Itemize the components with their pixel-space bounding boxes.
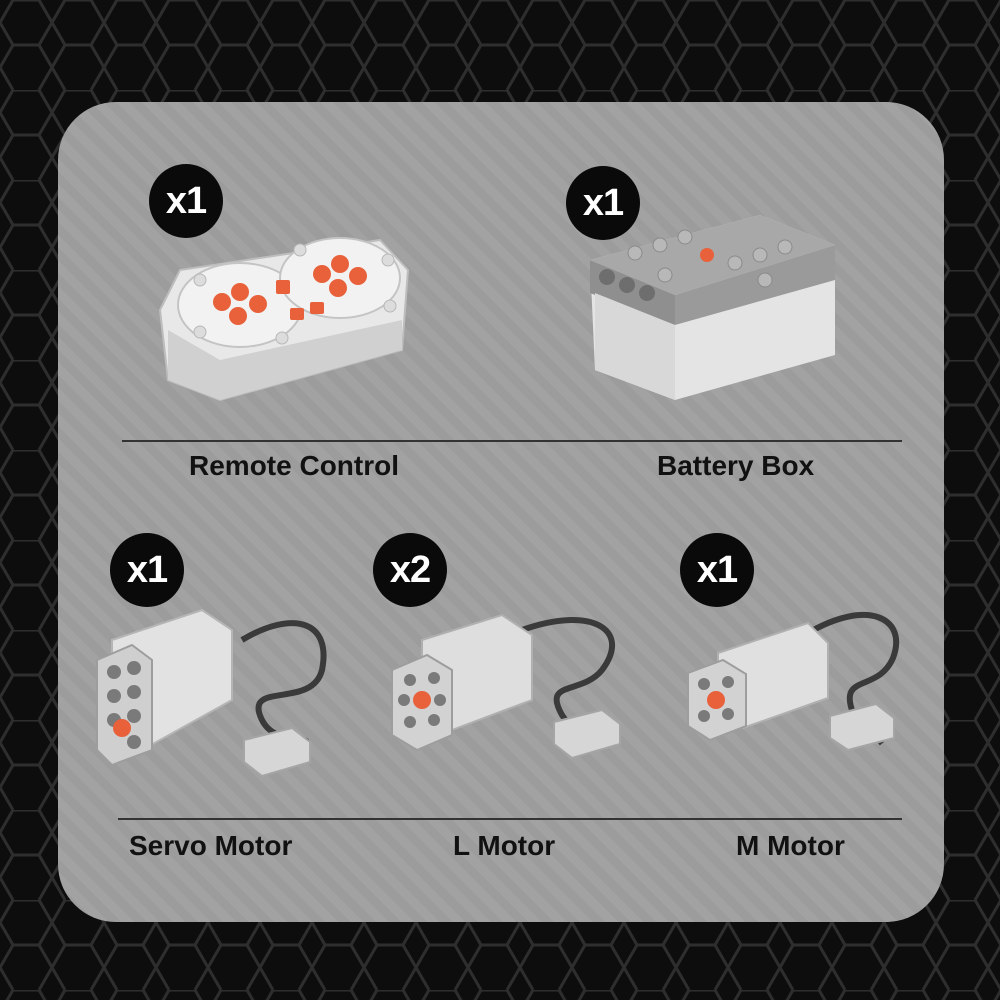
quantity-badge-remote: x1: [149, 164, 223, 238]
quantity-badge-servo: x1: [110, 533, 184, 607]
quantity-badge-battery: x1: [566, 166, 640, 240]
row-divider-bottom: [118, 818, 902, 820]
label-servo-motor: Servo Motor: [129, 830, 293, 861]
row-divider-top: [122, 440, 902, 442]
servo-motor-icon: [96, 608, 327, 778]
l-motor-icon: [391, 613, 621, 760]
m-motor-icon: [687, 612, 900, 752]
label-battery-box: Battery Box: [657, 450, 815, 481]
remote-control-icon: [158, 237, 410, 402]
quantity-badge-l-motor: x2: [373, 533, 447, 607]
label-remote-control: Remote Control: [189, 450, 399, 481]
label-l-motor: L Motor: [453, 830, 556, 861]
battery-box-icon: [590, 215, 835, 400]
label-m-motor: M Motor: [736, 830, 845, 861]
quantity-badge-m-motor: x1: [680, 533, 754, 607]
